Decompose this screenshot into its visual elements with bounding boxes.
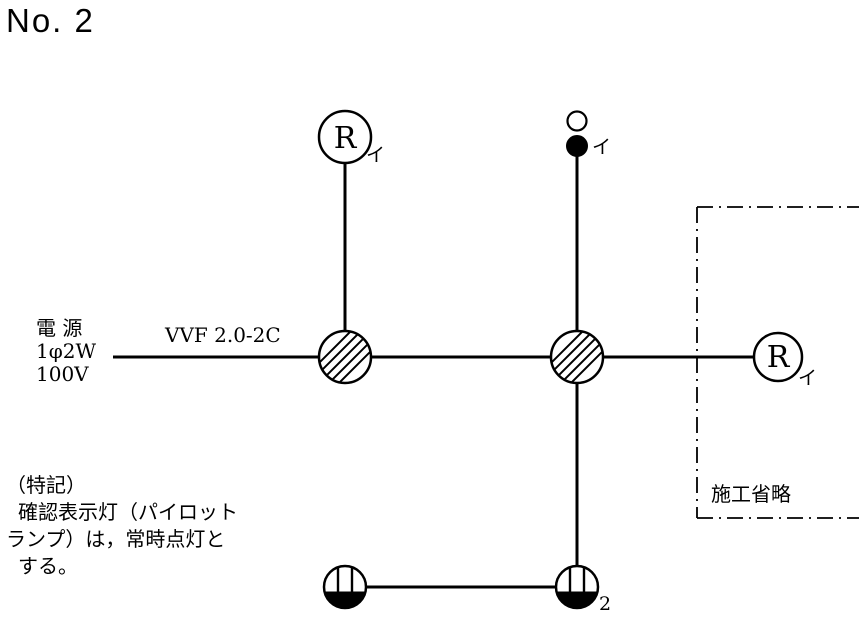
- power-source-line2: 1φ2W: [36, 339, 97, 363]
- outlet-left: [322, 564, 368, 610]
- outlet-count-label: 2: [599, 593, 611, 615]
- power-source-line3: 100V: [36, 362, 89, 386]
- omission-label: 施工省略: [711, 482, 791, 506]
- lamp-receptacle-right-circuit-label: イ: [798, 367, 817, 389]
- outlet-right: 2: [554, 564, 611, 615]
- power-source-line1: 電 源: [36, 316, 83, 340]
- switch-symbol: [566, 135, 588, 157]
- power-source-label: 電 源 1φ2W 100V: [36, 317, 96, 386]
- pilot-lamp-switch-group: イ: [566, 110, 611, 158]
- lamp-receptacle-top-letter: R: [334, 121, 358, 156]
- notes-line3: する。: [18, 554, 78, 578]
- notes-heading: （特記）: [6, 473, 86, 497]
- notes-line1: 確認表示灯（パイロット: [18, 500, 238, 524]
- lamp-receptacle-right: R イ: [752, 331, 817, 389]
- notes-line2: ランプ）は，常時点灯と: [6, 527, 226, 551]
- pilot-lamp-symbol: [566, 110, 588, 132]
- lamp-receptacle-right-letter: R: [767, 340, 791, 375]
- page-title: No. 2: [6, 2, 95, 39]
- pilot-switch-circuit-label: イ: [592, 136, 611, 158]
- omission-boundary: [696, 206, 859, 519]
- junction-box-left: [317, 329, 373, 385]
- lamp-receptacle-top: R イ: [317, 109, 385, 166]
- lamp-receptacle-top-circuit-label: イ: [366, 144, 385, 166]
- cable-type-label: VVF 2.0-2C: [165, 323, 281, 347]
- notes-block: （特記） 確認表示灯（パイロット ランプ）は，常時点灯と する。: [6, 472, 238, 580]
